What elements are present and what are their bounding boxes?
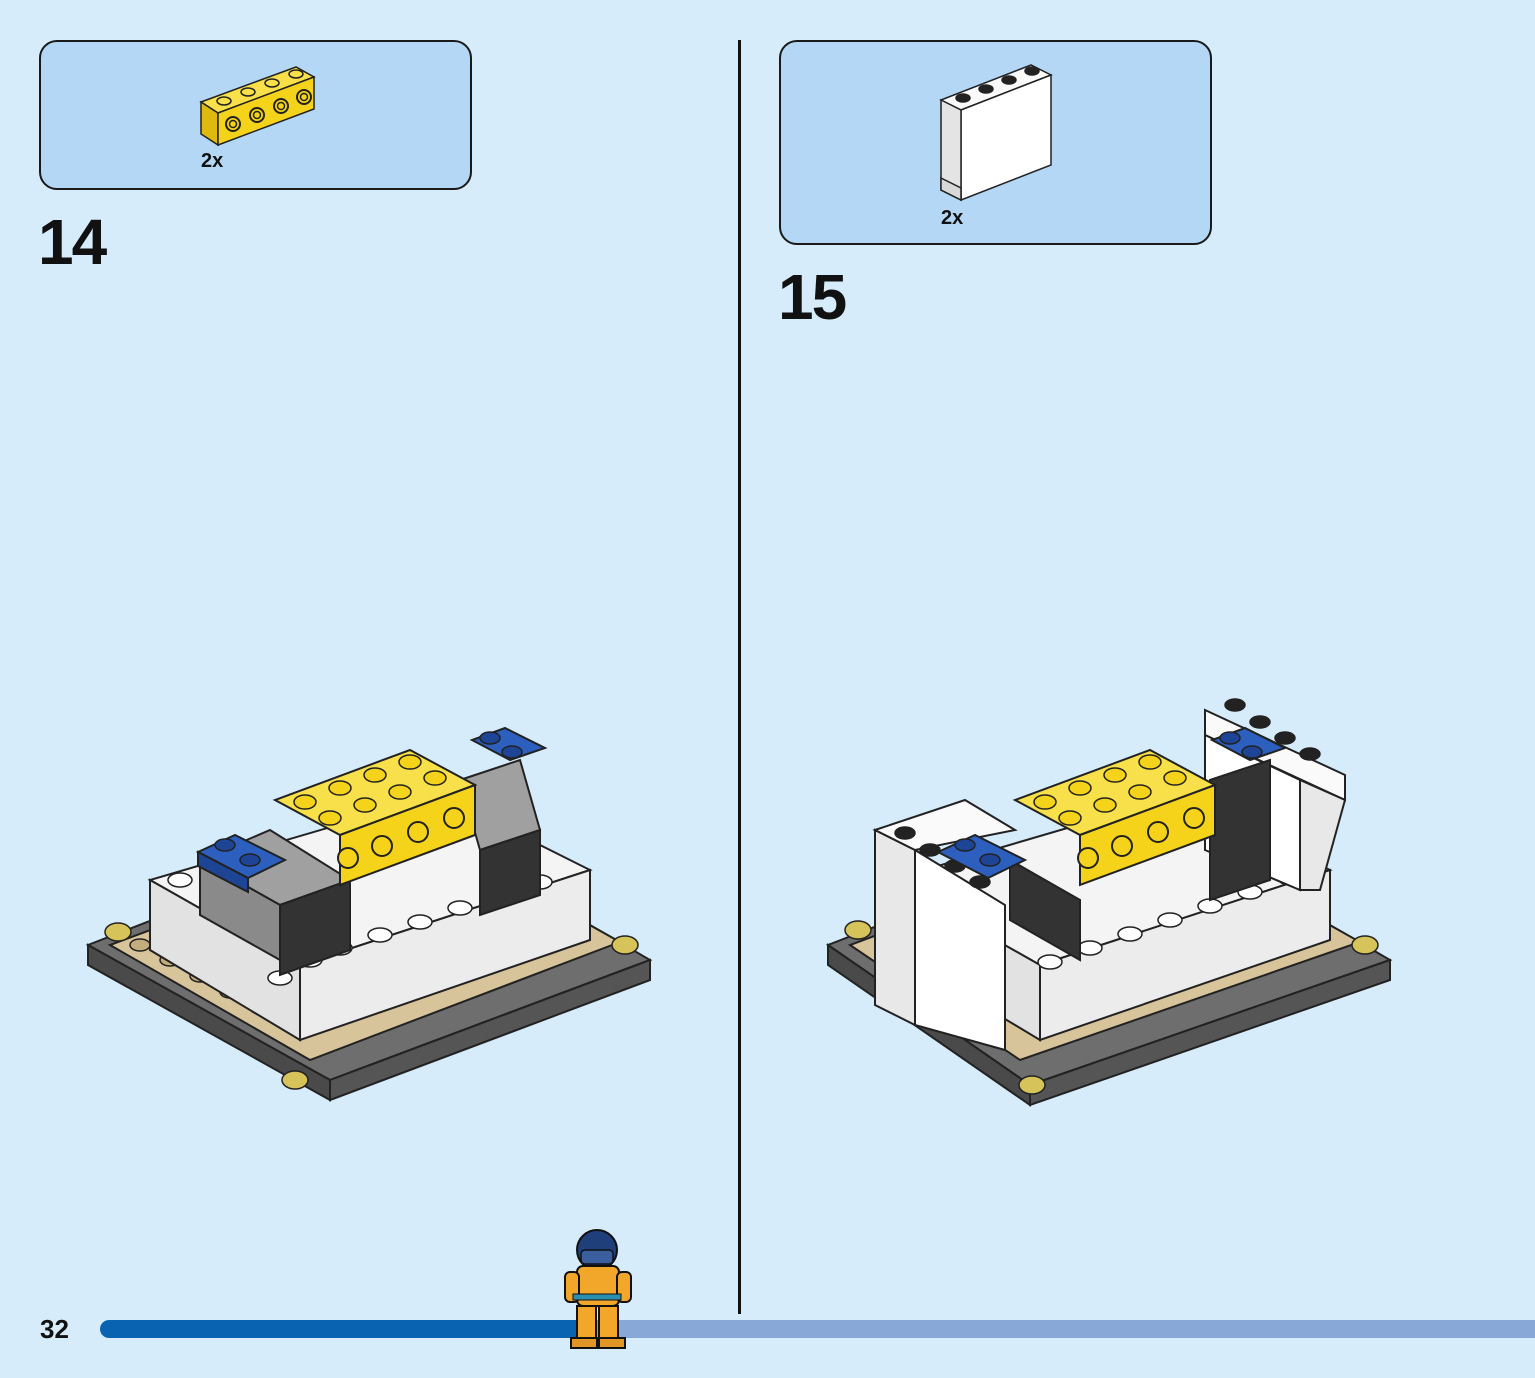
parts-callout-step-15: 2x bbox=[779, 40, 1212, 245]
parts-callout-step-14: 2x bbox=[39, 40, 472, 190]
step-divider bbox=[738, 40, 741, 1314]
yellow-brick-icon bbox=[199, 66, 316, 147]
step-number: 15 bbox=[778, 261, 847, 333]
build-illustration-step-14 bbox=[85, 726, 653, 1102]
part-quantity: 2x bbox=[201, 150, 224, 172]
page-number: 32 bbox=[40, 1314, 69, 1344]
part-quantity: 2x bbox=[941, 207, 964, 229]
progress-bar bbox=[100, 1320, 1535, 1338]
white-panel-icon bbox=[939, 64, 1053, 202]
astronaut-minifigure-icon bbox=[564, 1229, 632, 1349]
build-illustration-step-15 bbox=[825, 698, 1393, 1107]
progress-fill bbox=[100, 1320, 588, 1338]
step-number: 14 bbox=[38, 206, 107, 278]
